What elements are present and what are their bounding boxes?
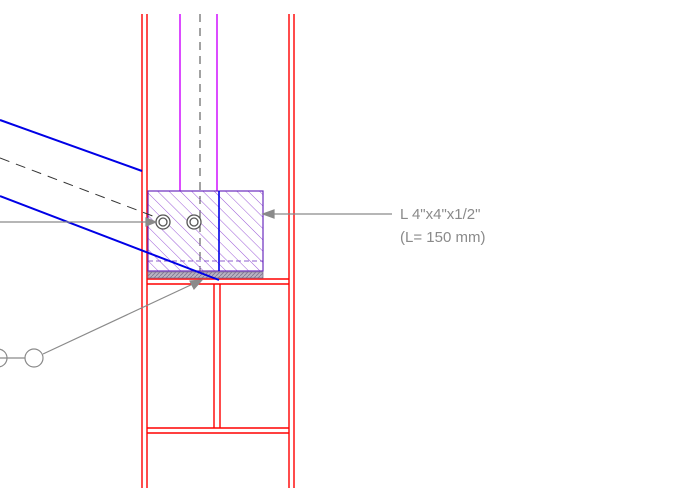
gusset-plate: [179, 14, 218, 191]
beam-section: [147, 278, 289, 434]
bearing-leader: [0, 279, 204, 368]
angle-callout-leader: [261, 209, 392, 219]
bolt-icon: [155, 214, 171, 230]
bolt-icon: [186, 214, 202, 230]
angle-callout-line1: L 4"x4"x1/2": [400, 206, 480, 223]
column-right-flange: [288, 14, 295, 488]
bolt-leader: [0, 217, 158, 227]
diagonal-brace: [0, 119, 220, 281]
angle-section: [147, 190, 264, 272]
angle-callout-line2: (L= 150 mm): [400, 229, 485, 246]
brace-centerline: [0, 157, 159, 219]
